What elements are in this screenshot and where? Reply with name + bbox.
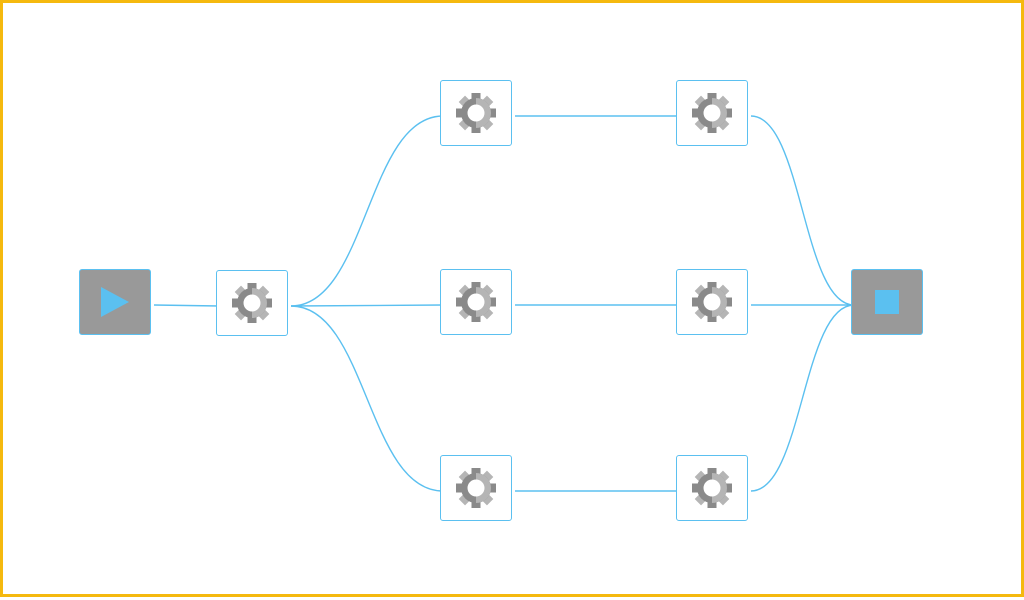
gear-icon	[232, 283, 272, 323]
task-node-bot-1[interactable]	[440, 455, 512, 521]
start-node[interactable]	[79, 269, 151, 335]
edge-task-top-2-to-end	[750, 115, 855, 306]
end-node[interactable]	[851, 269, 923, 335]
task-node-bot-2[interactable]	[676, 455, 748, 521]
gear-icon	[456, 93, 496, 133]
task-node-mid-1[interactable]	[440, 269, 512, 335]
gear-icon	[692, 468, 732, 508]
task-node-1[interactable]	[216, 270, 288, 336]
task-node-top-1[interactable]	[440, 80, 512, 146]
workflow-edges	[153, 115, 855, 492]
gear-icon	[692, 282, 732, 322]
task-node-top-2[interactable]	[676, 80, 748, 146]
edge-task-1-to-task-bot-1	[290, 305, 444, 492]
edge-task-bot-2-to-end	[750, 304, 855, 492]
play-icon	[101, 287, 129, 317]
edge-task-1-to-task-mid-1	[290, 304, 444, 307]
edge-task-1-to-task-top-1	[290, 115, 444, 307]
edge-start-to-task-1	[153, 304, 220, 307]
stop-icon	[875, 290, 899, 314]
gear-icon	[456, 282, 496, 322]
gear-icon	[456, 468, 496, 508]
task-node-mid-2[interactable]	[676, 269, 748, 335]
gear-icon	[692, 93, 732, 133]
